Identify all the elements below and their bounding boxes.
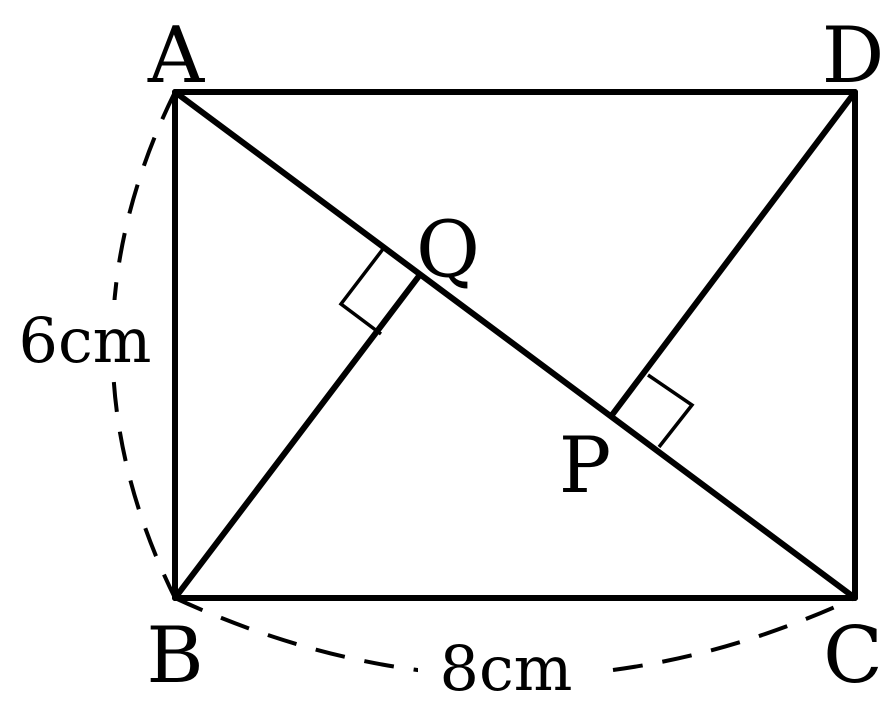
segment-bq <box>172 273 422 601</box>
vertex-label-a: A <box>147 11 206 101</box>
vertex-label-b: B <box>146 611 203 701</box>
right-angle-marker-p <box>647 373 695 449</box>
vertex-label-c: C <box>823 611 883 701</box>
segment-dp <box>609 89 858 418</box>
right-angle-marker-q <box>338 247 385 336</box>
measure-ab-background <box>2 300 168 374</box>
point-label-q: Q <box>416 205 480 295</box>
rectangle-abcd <box>172 89 858 601</box>
measure-label-ab: 6cm <box>19 304 152 377</box>
diagonal-ac <box>172 89 858 601</box>
point-label-p: P <box>559 421 611 511</box>
vertex-label-d: D <box>822 11 885 101</box>
measure-label-bc: 8cm <box>440 632 573 705</box>
measure-bc-background <box>418 628 594 702</box>
